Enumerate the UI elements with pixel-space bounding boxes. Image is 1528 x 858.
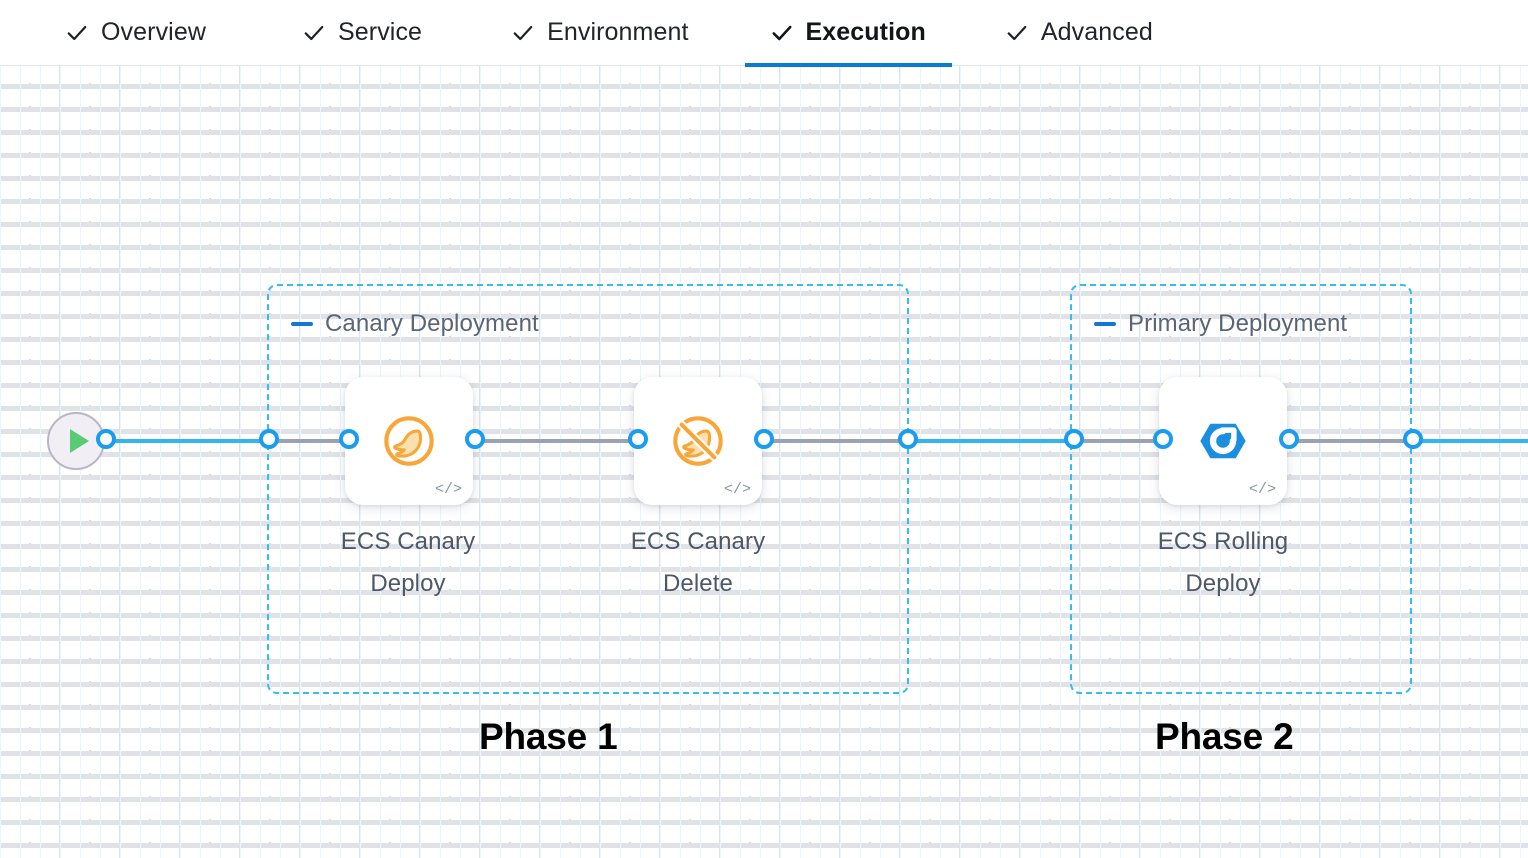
edge-layer (0, 66, 1528, 858)
pipeline-canvas[interactable]: Canary Deployment Primary Deployment (0, 66, 1528, 858)
code-badge: </> (723, 481, 751, 498)
port-canary-delete-out[interactable] (754, 429, 774, 449)
edge-rolling-deploy-to-phase2-exit[interactable] (1285, 439, 1415, 443)
tab-service[interactable]: Service (277, 0, 448, 66)
wizard-tab-bar: Overview Service Environment Execution A… (0, 0, 1528, 67)
group-title: Primary Deployment (1128, 310, 1348, 337)
group-title: Canary Deployment (325, 310, 539, 337)
check-icon (304, 25, 324, 40)
phase-caption-1: Phase 1 (479, 716, 618, 757)
port-rolling-deploy-out[interactable] (1279, 429, 1299, 449)
tab-label: Overview (101, 18, 206, 46)
tab-overview[interactable]: Overview (40, 0, 232, 66)
group-primary-deployment[interactable]: Primary Deployment (1070, 284, 1412, 694)
group-header-canary[interactable]: Canary Deployment (291, 310, 539, 338)
edge-canary-delete-to-phase1-exit[interactable] (760, 439, 910, 443)
rolling-deploy-hex-icon (1200, 423, 1246, 459)
canary-bird-icon (384, 416, 434, 466)
port-canary-delete-in[interactable] (628, 429, 648, 449)
edge-phase2-entry-to-rolling-deploy[interactable] (1073, 439, 1165, 443)
code-badge: </> (1248, 481, 1276, 498)
node-ecs-rolling-deploy[interactable]: </> (1159, 377, 1287, 505)
pipeline-start-node[interactable] (47, 412, 105, 470)
node-ecs-canary-deploy[interactable]: </> (345, 377, 473, 505)
port-start-out[interactable] (96, 429, 116, 449)
tab-label: Environment (547, 18, 689, 46)
tab-label: Execution (805, 18, 926, 46)
edge-canary-deploy-to-canary-delete[interactable] (471, 439, 641, 443)
tab-advanced[interactable]: Advanced (980, 0, 1179, 66)
minus-icon[interactable] (291, 322, 313, 326)
port-phase1-out[interactable] (898, 429, 918, 449)
port-phase2-out[interactable] (1403, 429, 1423, 449)
tab-environment[interactable]: Environment (486, 0, 714, 66)
check-icon (1007, 25, 1027, 40)
play-icon (69, 429, 89, 453)
minus-icon[interactable] (1094, 322, 1116, 326)
check-icon (67, 25, 87, 40)
code-badge: </> (434, 481, 462, 498)
node-label-ecs-canary-delete: ECS Canary Delete (630, 528, 766, 597)
group-header-primary[interactable]: Primary Deployment (1094, 310, 1347, 338)
node-label-ecs-canary-deploy: ECS Canary Deploy (340, 528, 476, 597)
phase-caption-2: Phase 2 (1155, 716, 1294, 757)
edge-start-to-phase1[interactable] (106, 439, 271, 443)
edge-phase2-to-next[interactable] (1412, 439, 1528, 443)
port-canary-deploy-in[interactable] (339, 429, 359, 449)
port-phase1-in[interactable] (259, 429, 279, 449)
node-label-ecs-rolling-deploy: ECS Rolling Deploy (1157, 528, 1289, 597)
check-icon (513, 25, 533, 40)
tab-label: Service (338, 18, 423, 46)
port-layer (0, 66, 1528, 858)
canary-bird-slash-icon (673, 416, 723, 466)
group-layer: Canary Deployment Primary Deployment (0, 66, 1528, 858)
tab-execution[interactable]: Execution (744, 0, 953, 67)
edge-phase1-entry-to-canary-deploy[interactable] (269, 439, 351, 443)
port-canary-deploy-out[interactable] (465, 429, 485, 449)
edge-phase1-to-phase2[interactable] (908, 439, 1076, 443)
check-icon (771, 25, 792, 40)
group-canary-deployment[interactable]: Canary Deployment (267, 284, 909, 694)
node-ecs-canary-delete[interactable]: </> (634, 377, 762, 505)
port-phase2-in[interactable] (1064, 429, 1084, 449)
port-rolling-deploy-in[interactable] (1153, 429, 1173, 449)
tab-label: Advanced (1040, 18, 1153, 46)
